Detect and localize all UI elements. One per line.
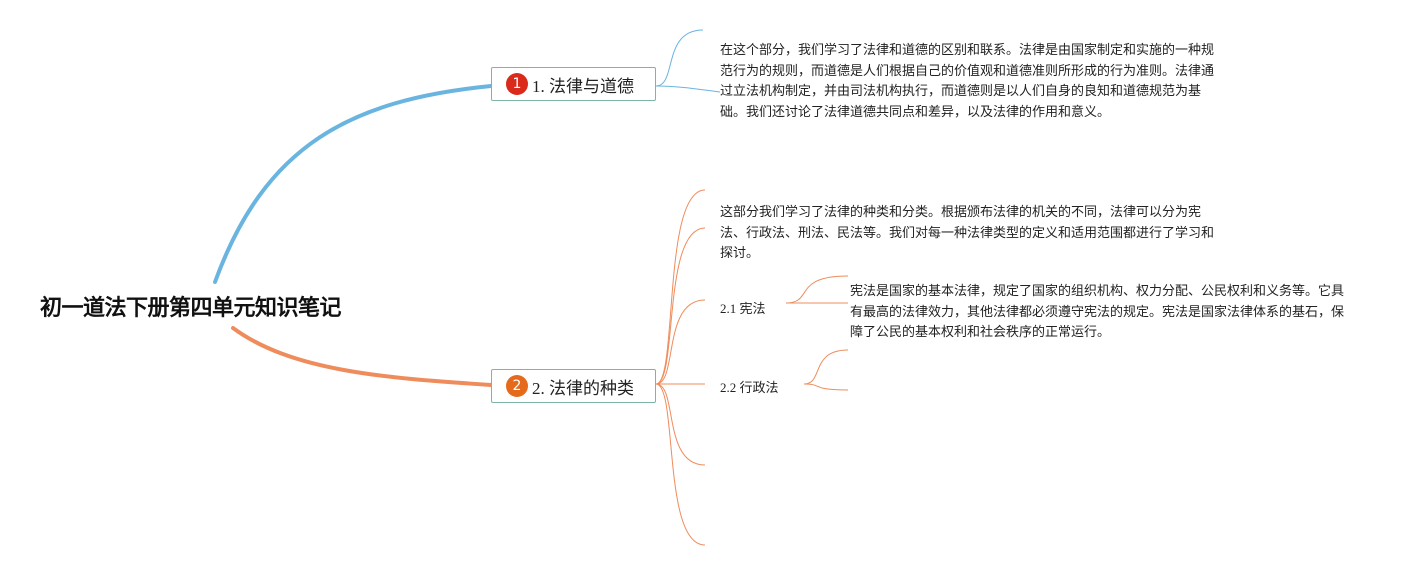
connector-line — [655, 299, 706, 385]
branch-line-1 — [213, 84, 493, 284]
topic-label: 2. 法律的种类 — [532, 378, 634, 398]
topic-label: 1. 法律与道德 — [532, 76, 634, 96]
connector-line — [655, 383, 706, 546]
connector-line — [785, 275, 849, 304]
subtopic-administrative-law[interactable]: 2.2 行政法 — [720, 380, 779, 395]
note-connectors-1 — [655, 29, 721, 93]
note-connectors-2 — [655, 189, 706, 546]
connector-line — [655, 227, 706, 385]
priority-1-icon: 1 — [506, 73, 528, 95]
connector-line — [655, 383, 706, 466]
root-topic-title[interactable]: 初一道法下册第四单元知识笔记 — [40, 296, 342, 321]
connector-line — [803, 349, 849, 385]
subtopic-constitution-note[interactable]: 宪法是国家的基本法律，规定了国家的组织机构、权力分配、公民权利和义务等。它具有最… — [850, 284, 1345, 340]
topic-2-note[interactable]: 这部分我们学习了法律的种类和分类。根据颁布法律的机关的不同，法律可以分为宪法、行… — [720, 205, 1215, 261]
branch-line-2 — [231, 326, 493, 387]
subtopic-constitution[interactable]: 2.1 宪法 — [720, 301, 766, 316]
note-connectors-2-2 — [803, 349, 849, 391]
connector-line — [655, 29, 704, 87]
topic-law-and-morality[interactable]: 1 1. 法律与道德 — [491, 67, 656, 101]
connector-line — [655, 189, 706, 385]
connector-line — [655, 85, 721, 93]
connector-line — [803, 383, 849, 391]
topic-types-of-law[interactable]: 2 2. 法律的种类 — [491, 369, 656, 403]
topic-1-note[interactable]: 在这个部分，我们学习了法律和道德的区别和联系。法律是由国家制定和实施的一种规范行… — [720, 43, 1215, 120]
priority-2-icon: 2 — [506, 375, 528, 397]
note-connectors-2-1 — [785, 275, 849, 304]
